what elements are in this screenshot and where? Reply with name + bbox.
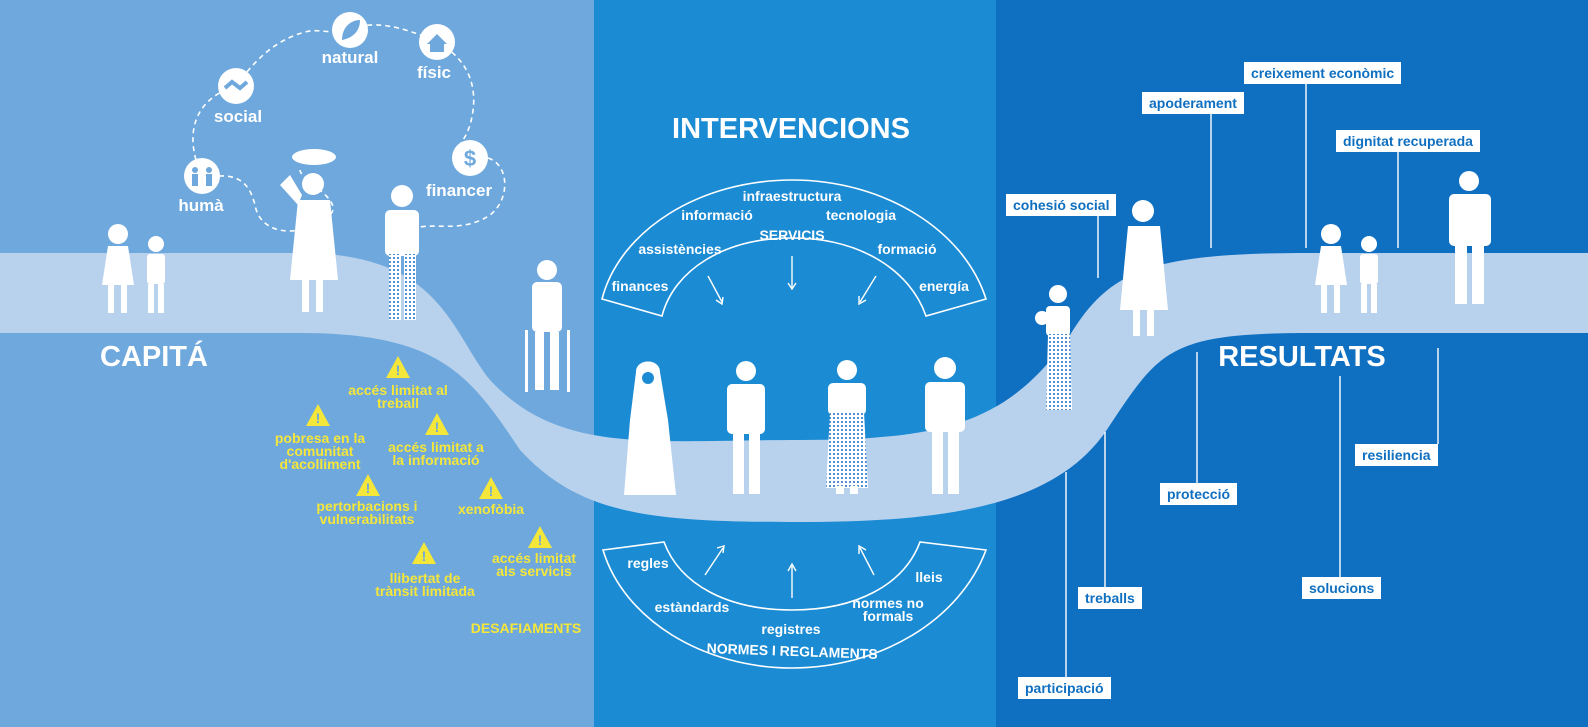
handshake-icon xyxy=(218,68,254,104)
services-arc-frame xyxy=(601,179,988,317)
svg-text:treball: treball xyxy=(377,395,419,411)
leaf-icon xyxy=(332,12,368,48)
result-treballs: treballs xyxy=(1078,587,1142,609)
norm-formals: formals xyxy=(863,608,914,624)
capital-label-financer: financer xyxy=(426,181,493,200)
svg-text:!: ! xyxy=(366,480,371,496)
capital-label-natural: natural xyxy=(322,48,379,67)
svg-text:trànsit limitada: trànsit limitada xyxy=(375,583,475,599)
challenge-item-work: ! accés limitat al treball xyxy=(348,356,448,411)
services-arrows xyxy=(707,256,877,306)
result-participacio: participació xyxy=(1018,677,1111,699)
svg-text:!: ! xyxy=(396,362,401,378)
svg-text:pobresa en la: pobresa en la xyxy=(275,430,365,446)
dollar-icon: $ xyxy=(452,140,488,176)
svg-text:xenofòbia: xenofòbia xyxy=(458,501,524,517)
norm-estandards: estàndards xyxy=(655,599,730,615)
svg-text:!: ! xyxy=(435,419,440,435)
mother-with-baby-figure xyxy=(1035,285,1072,410)
svg-text:accés limitat: accés limitat xyxy=(492,550,576,566)
norm-registres: registres xyxy=(761,621,820,637)
service-energia: energía xyxy=(919,278,969,294)
service-tecnologia: tecnologia xyxy=(826,207,896,223)
svg-text:accés limitat al: accés limitat al xyxy=(348,382,448,398)
right-boy-figure xyxy=(1360,236,1378,313)
result-connector-lines xyxy=(1065,84,1439,677)
man-figure xyxy=(385,185,419,320)
right-girl-figure xyxy=(1315,224,1347,313)
center-youth-figure xyxy=(925,357,965,494)
norms-arc-frame xyxy=(601,541,988,669)
svg-text:pertorbacions i: pertorbacions i xyxy=(316,498,417,514)
result-dignitat-recuperada: dignitat recuperada xyxy=(1336,130,1480,152)
hijab-woman-figure xyxy=(624,361,676,495)
svg-text:d'acolliment: d'acolliment xyxy=(279,456,360,472)
capital-dashed-path xyxy=(192,24,506,232)
capital-title: CAPITÁ xyxy=(100,339,208,373)
girl-figure xyxy=(102,224,134,313)
capital-label-huma: humà xyxy=(178,196,224,215)
boy-figure xyxy=(147,236,165,313)
challenge-item-services: ! accés limitat als servicis xyxy=(492,526,576,579)
elder-with-canes-figure xyxy=(525,260,570,392)
svg-text:!: ! xyxy=(538,532,543,548)
norms-arrows xyxy=(704,544,875,598)
svg-text:comunitat: comunitat xyxy=(287,443,354,459)
results-title: RESULTATS xyxy=(1218,341,1386,373)
svg-text:!: ! xyxy=(316,410,321,426)
svg-text:als servicis: als servicis xyxy=(496,563,572,579)
center-man-figure xyxy=(727,361,765,494)
svg-text:accés limitat a: accés limitat a xyxy=(388,439,484,455)
right-woman-figure xyxy=(1120,200,1168,336)
norm-regles: regles xyxy=(627,555,668,571)
challenge-item-information: ! accés limitat a la informació xyxy=(388,413,484,468)
service-formacio: formació xyxy=(877,241,936,257)
result-apoderament: apoderament xyxy=(1142,92,1244,114)
svg-text:!: ! xyxy=(489,483,494,499)
family-icon xyxy=(184,158,220,194)
challenge-item-xenophobia: ! xenofòbia xyxy=(458,477,524,517)
service-infraestructura: infraestructura xyxy=(743,188,842,204)
capital-label-social: social xyxy=(214,107,262,126)
service-finances: finances xyxy=(612,278,669,294)
result-proteccio: protecció xyxy=(1160,483,1238,505)
center-woman-figure xyxy=(826,360,868,494)
interventions-panel xyxy=(594,0,996,727)
svg-text:vulnerabilitats: vulnerabilitats xyxy=(320,511,415,527)
result-solucions: solucions xyxy=(1302,577,1382,599)
svg-text:la informació: la informació xyxy=(392,452,479,468)
svg-text:!: ! xyxy=(422,548,427,564)
norm-lleis: lleis xyxy=(915,569,942,585)
woman-carrying-basket-figure xyxy=(280,149,338,312)
service-assistencies: assistències xyxy=(638,241,721,257)
challenge-item-poverty: ! pobresa en la comunitat d'acolliment xyxy=(275,404,365,472)
norms-title: NORMES I REGLAMENTS xyxy=(706,640,878,662)
road-path xyxy=(0,253,1588,522)
capital-label-fisic: físic xyxy=(417,63,451,82)
result-cohesio-social: cohesió social xyxy=(1006,194,1117,216)
challenge-item-disruptions: ! pertorbacions i vulnerabilitats xyxy=(316,474,418,527)
service-informacio: informació xyxy=(681,207,753,223)
svg-text:$: $ xyxy=(464,146,476,171)
challenges-title: DESAFIAMENTS xyxy=(471,620,581,636)
house-icon xyxy=(419,24,455,60)
challenge-item-movement: ! llibertat de trànsit limitada xyxy=(375,542,475,599)
capital-panel xyxy=(0,0,594,727)
interventions-title: INTERVENCIONS xyxy=(672,113,910,145)
right-man-figure xyxy=(1449,171,1491,304)
services-title: SERVICIS xyxy=(759,227,824,243)
result-resiliencia: resiliencia xyxy=(1355,444,1438,466)
svg-text:llibertat de: llibertat de xyxy=(390,570,461,586)
norm-normes-no: normes no xyxy=(852,595,924,611)
result-creixement-economic: creixement econòmic xyxy=(1244,62,1402,84)
